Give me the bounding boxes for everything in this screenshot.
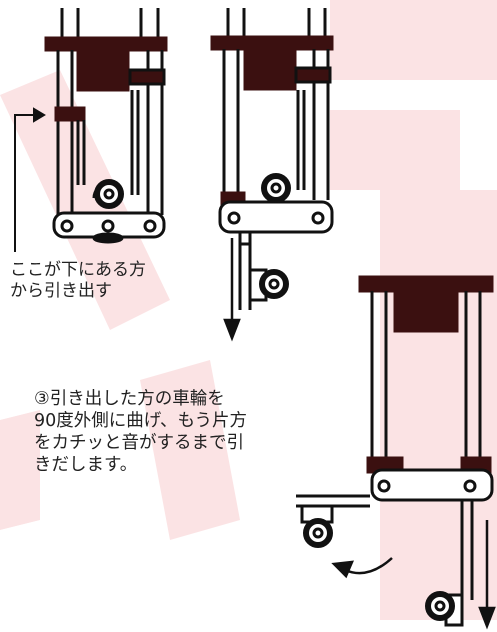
pull-out-label-line-2: から引き出す [10, 281, 112, 301]
down-arrow-icon [478, 520, 496, 630]
instruction-line-2: 90度外側に曲げ、もう片方 [34, 411, 248, 431]
caster-wheel-icon [300, 504, 464, 627]
caster-wheel-icon [248, 173, 291, 302]
instruction-line-4: きだします。 [34, 455, 138, 475]
cart-figure-3 [296, 275, 494, 600]
instruction-text: ③引き出した方の車輪を 90度外側に曲げ、もう片方 をカチッと音がするまで引 き… [34, 388, 247, 476]
pull-out-label: ここが下にある方 から引き出す [10, 260, 146, 302]
instruction-line-3: をカチッと音がするまで引 [34, 433, 244, 453]
pull-out-label-line-1: ここが下にある方 [10, 260, 146, 280]
curved-arrow-icon [331, 557, 393, 579]
instruction-line-1: ③引き出した方の車輪を [34, 389, 225, 409]
cart-figure-2 [210, 8, 334, 310]
cart-figure-1 [44, 8, 168, 239]
pointer-arrow-icon [14, 107, 46, 252]
caster-wheel-icon [92, 179, 124, 244]
down-arrow-icon [223, 238, 241, 342]
